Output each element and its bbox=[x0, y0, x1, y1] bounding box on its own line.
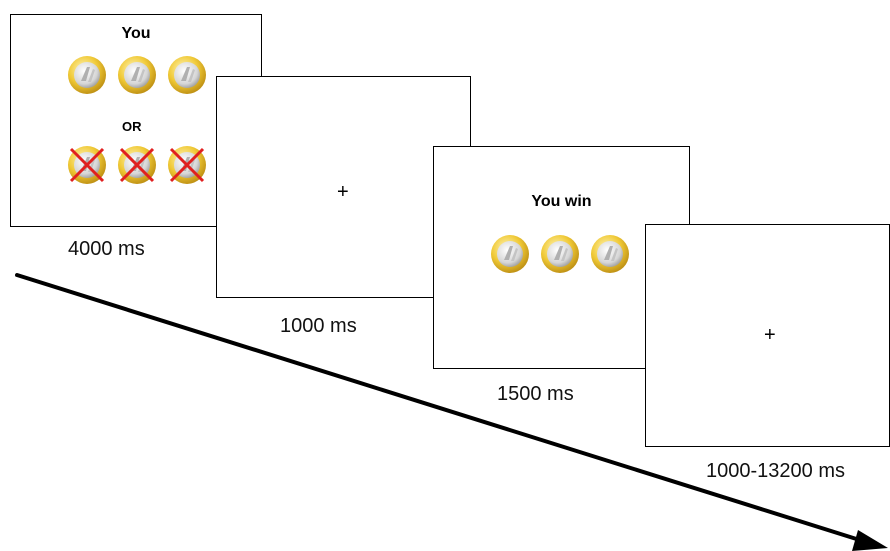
loss-coin-row bbox=[67, 145, 207, 185]
or-label: OR bbox=[122, 119, 142, 134]
fixation-screen-1: + bbox=[216, 76, 471, 298]
fixation-1-duration: 1000 ms bbox=[280, 315, 357, 337]
crossed-euro-coin-icon bbox=[68, 146, 106, 184]
outcome-duration: 1500 ms bbox=[497, 383, 574, 405]
fixation-cross: + bbox=[764, 324, 776, 346]
fixation-cross: + bbox=[337, 181, 349, 203]
fixation-screen-2: + bbox=[645, 224, 890, 447]
crossed-euro-coin-icon bbox=[118, 146, 156, 184]
fixation-2-duration: 1000-13200 ms bbox=[706, 460, 845, 482]
crossed-euro-coin-icon bbox=[168, 146, 206, 184]
anticipation-duration: 4000 ms bbox=[68, 238, 145, 260]
anticipation-title: You bbox=[121, 25, 151, 42]
outcome-title: You win bbox=[531, 193, 592, 210]
